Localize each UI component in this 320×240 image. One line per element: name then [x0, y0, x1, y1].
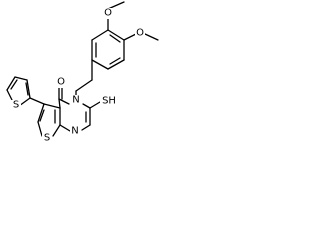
- bond: [107, 29, 125, 41]
- pyrimidine-nitrogen-label: N: [71, 126, 78, 137]
- double-bond-inner: [10, 79, 18, 90]
- bond: [26, 79, 31, 99]
- double-bond-inner: [109, 57, 121, 65]
- label-backdrop: [11, 100, 21, 111]
- label-backdrop: [42, 133, 52, 144]
- bond: [144, 33, 159, 41]
- bond: [123, 33, 137, 41]
- bond: [58, 98, 70, 105]
- methoxy-oxygen-label-top: O: [104, 8, 112, 19]
- methoxy-oxygen-label-right: O: [136, 28, 144, 39]
- molecule-structure-diagram: O O N N O SH S S: [6, 1, 159, 144]
- bond: [82, 103, 91, 109]
- pendant-thiophene-ring: [6, 76, 45, 107]
- dimethoxyphenyl-ring: [91, 29, 125, 70]
- bond: [29, 97, 45, 105]
- fused-thiophene-sulfur-label: S: [44, 133, 50, 144]
- atom-labels: O O N N O SH S S: [11, 8, 145, 144]
- bond: [81, 124, 91, 131]
- bond: [6, 76, 16, 91]
- label-backdrop: [70, 126, 80, 137]
- ethyl-linker: [75, 59, 93, 97]
- fused-thiophene-ring: [37, 103, 61, 137]
- bond: [91, 59, 109, 70]
- label-backdrop: [103, 8, 113, 19]
- bond: [107, 1, 125, 10]
- ring-nitrogen-label: N: [72, 95, 79, 106]
- carbonyl-group: [58, 87, 63, 100]
- bond: [43, 103, 61, 109]
- label-backdrop: [135, 28, 145, 39]
- double-bond-inner: [109, 34, 121, 43]
- bond: [52, 124, 61, 137]
- bond: [107, 59, 125, 70]
- double-bond-inner: [25, 82, 29, 96]
- bond: [14, 76, 28, 81]
- double-bond-inner: [39, 109, 45, 122]
- bond: [75, 79, 93, 92]
- label-backdrop: [100, 96, 118, 108]
- pyrimidinone-ring: [54, 98, 91, 132]
- bond: [58, 98, 61, 109]
- methoxy-groups: [107, 1, 159, 41]
- bond: [59, 124, 71, 132]
- bond: [37, 121, 43, 137]
- thiol-bond: [89, 101, 101, 109]
- bond: [37, 103, 45, 123]
- thiol-label: SH: [102, 96, 116, 107]
- pendant-thiophene-sulfur-label: S: [13, 100, 19, 111]
- label-backdrop: [56, 77, 66, 88]
- carbonyl-oxygen-label: O: [57, 77, 65, 88]
- bond: [91, 29, 109, 41]
- label-backdrop: [71, 95, 81, 107]
